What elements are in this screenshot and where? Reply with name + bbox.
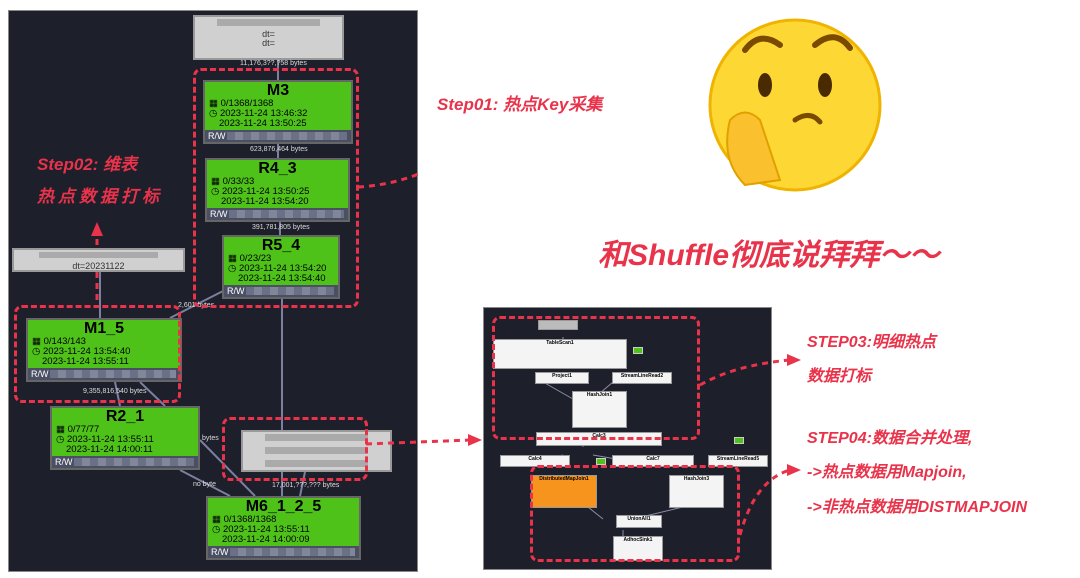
partition-line: dt= [262, 38, 275, 48]
stage-name: M6_1_2_5 [245, 498, 322, 515]
op-unionall1[interactable]: UnionAll1 [616, 515, 662, 528]
start-time: ◷ 2023-11-24 13:46:32 [209, 108, 308, 119]
edge-label: 9,355,816,540 bytes [83, 388, 147, 395]
clock-icon: ◷ [32, 346, 43, 357]
highlight-step03 [492, 316, 700, 440]
step04-mapjoin: ->热点数据用Mapjoin, [807, 464, 967, 481]
source-blurred[interactable] [538, 320, 578, 330]
start-time: ◷ 2023-11-24 13:55:11 [56, 434, 154, 445]
annotation-arrows [699, 354, 801, 536]
highlight-step01 [193, 68, 359, 308]
start-time: ◷ 2023-11-24 13:54:40 [32, 346, 131, 357]
grid-icon: ▦ [209, 98, 221, 109]
task-progress: ▦ 0/33/33 [211, 176, 255, 187]
grid-icon: ▦ [32, 336, 44, 347]
headline: 和Shuffle彻底说拜拜～～ [598, 239, 940, 272]
end-time: 2023-11-24 13:50:25 [219, 118, 307, 129]
step04-distmapjoin: ->非热点数据用DISTMAPJOIN [807, 499, 1028, 516]
task-progress: ▦ 0/23/23 [228, 253, 272, 264]
stage-node-r4-3[interactable]: R4_3 ▦ 0/33/33 ◷ 2023-11-24 13:50:25 202… [205, 158, 350, 222]
dim-table-box[interactable]: dt=20231122 [12, 248, 185, 272]
clock-icon: ◷ [211, 186, 222, 197]
clock-icon: ◷ [56, 434, 67, 445]
task-progress: ▦ 0/1368/1368 [212, 514, 277, 525]
end-time: 2023-11-24 14:00:11 [66, 444, 153, 455]
highlight-step04 [530, 465, 740, 562]
start-time: ◷ 2023-11-24 13:55:11 [212, 524, 310, 535]
rw-bar: R/W [207, 208, 348, 220]
stage-name: R5_4 [261, 237, 301, 254]
grid-icon: ▦ [228, 253, 240, 264]
op-hashjoin3[interactable]: HashJoin3 [669, 475, 724, 508]
grid-icon: ▦ [212, 514, 224, 525]
rw-bar: R/W [224, 285, 338, 297]
step01-title: Step01: 热点Key采集 [437, 95, 603, 114]
clock-icon: ◷ [228, 263, 239, 274]
stage-name: R2_1 [105, 408, 145, 425]
grid-icon: ▦ [56, 424, 68, 435]
input-marker [596, 458, 606, 465]
highlight-step03-source [222, 417, 368, 481]
partition-line: dt= [262, 29, 275, 39]
op-project1[interactable]: Project1 [535, 372, 589, 384]
grid-icon: ▦ [211, 176, 223, 187]
start-time: ◷ 2023-11-24 13:54:20 [228, 263, 327, 274]
step04-title: STEP04:数据合并处理, [807, 430, 973, 447]
stage-name: M1_5 [83, 320, 125, 337]
edge-label: 623,876,464 bytes [250, 146, 308, 153]
source-table-box[interactable]: dt= dt= [193, 15, 344, 60]
stage-node-m6-1-2-5[interactable]: M6_1_2_5 ▦ 0/1368/1368 ◷ 2023-11-24 13:5… [206, 496, 361, 560]
op-streamlineread5[interactable]: StreamLineRead5 [708, 455, 768, 467]
rw-bar: R/W [205, 130, 351, 142]
end-time: 2023-11-24 14:00:09 [222, 534, 310, 545]
stage-node-m3[interactable]: M3 ▦ 0/1368/1368 ◷ 2023-11-24 13:46:32 2… [203, 80, 353, 144]
start-time: ◷ 2023-11-24 13:50:25 [211, 186, 310, 197]
rw-bar: R/W [52, 456, 198, 468]
task-progress: ▦ 0/143/143 [32, 336, 86, 347]
step03-title: STEP03:明细热点 [807, 334, 936, 351]
end-time: 2023-11-24 13:54:20 [221, 196, 309, 207]
step03-subtitle: 数据打标 [807, 368, 872, 385]
input-marker [734, 437, 744, 444]
rw-bar: R/W [28, 368, 180, 380]
op-tablescan1[interactable]: TableScan1 [493, 339, 627, 369]
edge-label: 391,781,805 bytes [252, 224, 310, 231]
thinking-emoji-icon [708, 18, 882, 192]
stage-name: R4_3 [258, 160, 297, 177]
op-distributedmapjoin1[interactable]: DistributedMapJoin1 [531, 475, 597, 508]
step02-subtitle: 热点数据打标 [37, 187, 163, 206]
end-time: 2023-11-24 13:54:40 [238, 273, 326, 284]
edge-label: 17,001,???,??? bytes [272, 482, 340, 489]
stage-node-r5-4[interactable]: R5_4 ▦ 0/23/23 ◷ 2023-11-24 13:54:20 202… [222, 235, 340, 299]
clock-icon: ◷ [212, 524, 223, 535]
edge-label: bytes [202, 435, 219, 442]
stage-node-m1-5[interactable]: M1_5 ▦ 0/143/143 ◷ 2023-11-24 13:54:40 2… [26, 318, 182, 382]
edge-label: 11,176,3??,?58 bytes [240, 60, 307, 67]
partition-line: dt=20231122 [72, 261, 125, 271]
rw-bar: R/W [208, 546, 359, 558]
end-time: 2023-11-24 13:55:11 [42, 356, 129, 367]
op-hashjoin1[interactable]: HashJoin1 [572, 391, 627, 428]
clock-icon: ◷ [209, 108, 220, 119]
stage-node-r2-1[interactable]: R2_1 ▦ 0/77/77 ◷ 2023-11-24 13:55:11 202… [50, 406, 200, 470]
op-streamlineread2[interactable]: StreamLineRead2 [612, 372, 672, 384]
stage-name: M3 [266, 82, 290, 99]
edge-label: no byte [193, 481, 216, 488]
input-marker [633, 347, 643, 354]
highlight-step02 [14, 305, 181, 403]
task-progress: ▦ 0/1368/1368 [209, 98, 274, 109]
task-progress: ▦ 0/77/77 [56, 424, 100, 435]
arrow-to-detail [366, 434, 482, 446]
step02-title: Step02: 维表 [37, 155, 138, 174]
